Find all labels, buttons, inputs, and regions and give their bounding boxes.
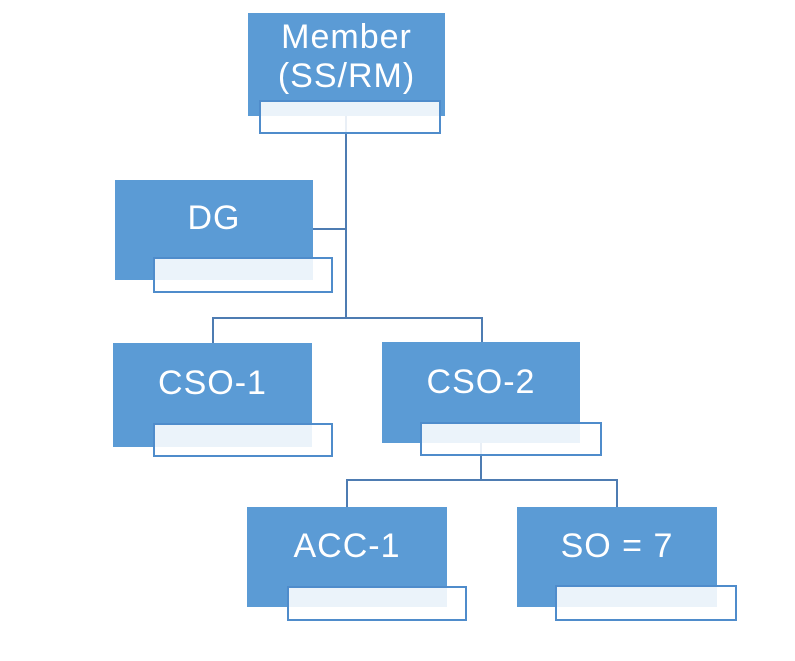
node-cso2-label: CSO-2 bbox=[382, 342, 580, 422]
node-so7-label-text: SO = 7 bbox=[560, 526, 674, 565]
node-dg-subtitle-box bbox=[153, 257, 333, 293]
node-member-label: Member (SS/RM) bbox=[248, 13, 445, 100]
node-acc1-label-text: ACC-1 bbox=[293, 527, 401, 566]
connector-split2-left-drop bbox=[346, 479, 348, 508]
connector-split1-left-drop bbox=[212, 317, 214, 344]
connector-split1-horizontal bbox=[212, 317, 483, 319]
node-member-label-line2: (SS/RM) bbox=[277, 56, 416, 95]
node-so7-subtitle-box bbox=[555, 585, 737, 621]
connector-split2-right-drop bbox=[616, 479, 618, 508]
connector-split2-horizontal bbox=[346, 479, 618, 481]
node-cso1-label-text: CSO-1 bbox=[158, 363, 267, 402]
connector-member-trunk bbox=[345, 116, 347, 318]
node-cso2-label-text: CSO-2 bbox=[426, 362, 536, 401]
node-cso1-label: CSO-1 bbox=[113, 343, 312, 423]
node-acc1-subtitle-box bbox=[287, 586, 467, 621]
node-cso2-subtitle-box bbox=[420, 422, 602, 456]
connector-dg-elbow bbox=[313, 228, 346, 230]
connector-split1-right-drop bbox=[481, 317, 483, 343]
connector-cso2-trunk bbox=[480, 443, 482, 481]
node-cso1-subtitle-box bbox=[153, 423, 333, 457]
node-so7-label: SO = 7 bbox=[517, 507, 717, 585]
node-member-subtitle-box bbox=[259, 100, 441, 134]
node-member-label-line1: Member bbox=[281, 18, 412, 57]
node-dg-label-text: DG bbox=[187, 199, 241, 238]
node-member: Member (SS/RM) bbox=[248, 13, 445, 116]
node-acc1-label: ACC-1 bbox=[247, 507, 447, 586]
node-dg-label: DG bbox=[115, 180, 313, 257]
